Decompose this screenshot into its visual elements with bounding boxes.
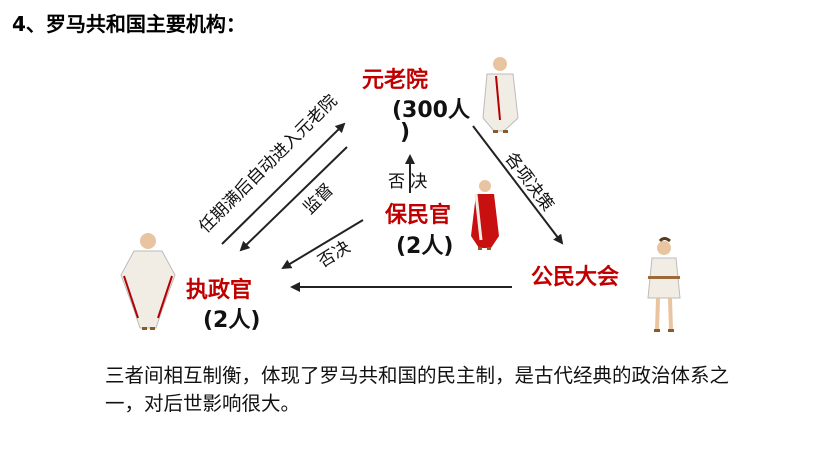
consul-label: 执政官: [186, 278, 253, 303]
arrow-senate-to-consul: [239, 146, 348, 252]
tribune-label: 保民官: [385, 203, 452, 228]
label-tribune-to-senate: 否 决: [388, 172, 428, 192]
tribune-figure: [471, 180, 499, 250]
senate-count: (300人: [392, 98, 470, 123]
slide-title: 4、罗马共和国主要机构：: [12, 12, 246, 36]
consul-count: (2人): [203, 308, 261, 333]
arrow-consul-to-senate: [221, 122, 346, 245]
tribune-count: (2人): [396, 234, 454, 259]
citizen-figure: [647, 237, 681, 332]
consul-figure: [120, 233, 176, 330]
senate-count-close: ): [400, 120, 411, 145]
senate-label: 元老院: [362, 68, 429, 93]
summary-text: 三者间相互制衡，体现了罗马共和国的民主制，是古代经典的政治体系之一，对后世影响很…: [105, 364, 730, 415]
arrow-tribune-to-consul: [281, 219, 364, 270]
senator-figure: [482, 57, 519, 133]
arrow-senate-to-assembly: [472, 125, 564, 245]
assembly-label: 公民大会: [531, 265, 620, 290]
